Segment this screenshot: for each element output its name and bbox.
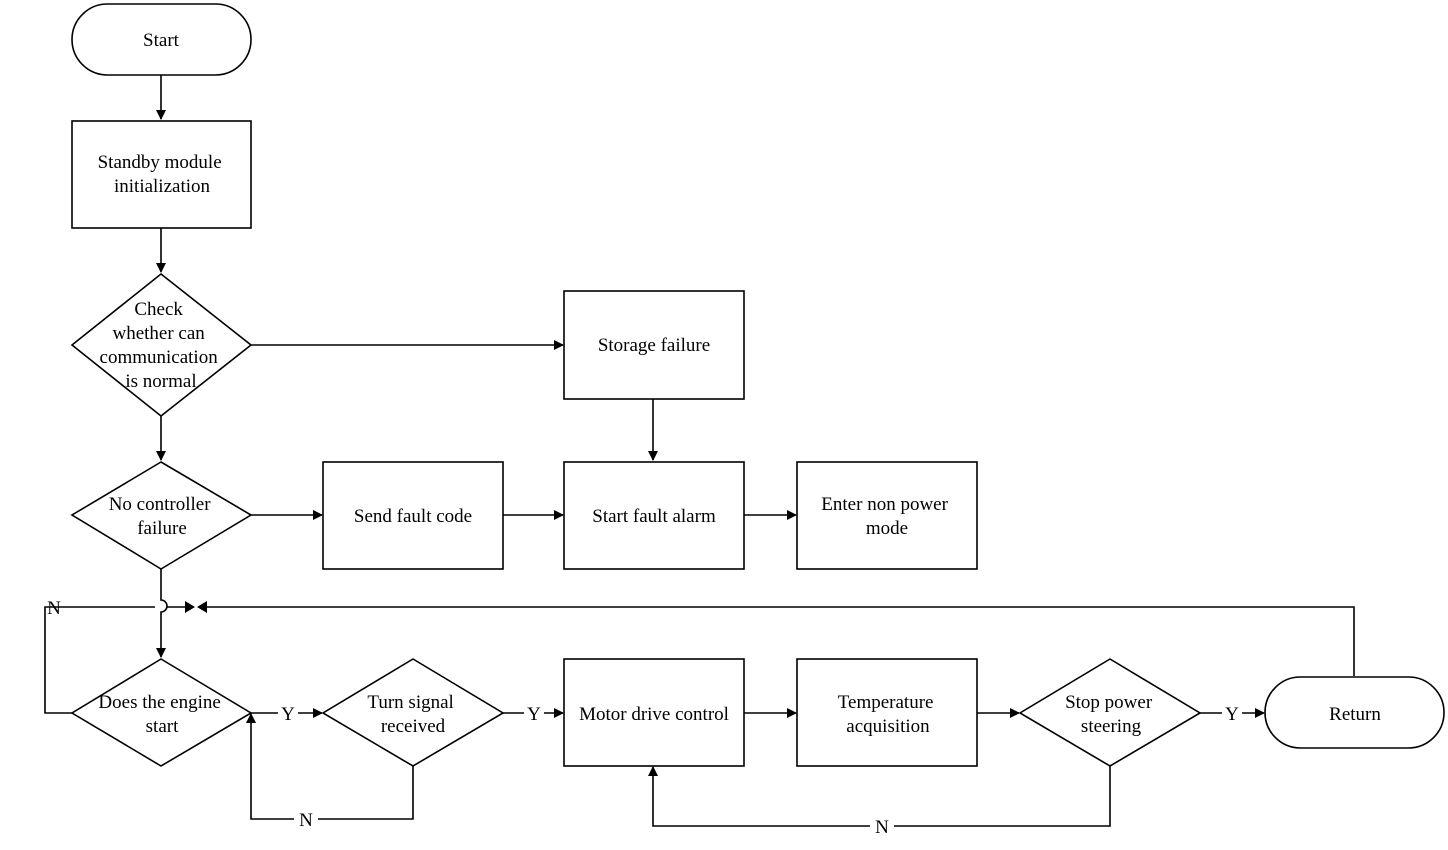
node-send-fault-code-label: Send fault code	[354, 506, 472, 527]
node-motor-drive: Motor drive control	[563, 658, 745, 767]
edge-return-loop	[205, 606, 1355, 676]
edge-nocontroller-to-engine	[156, 569, 168, 658]
process-temperature	[796, 658, 978, 767]
node-engine-start: Does the engine start	[70, 658, 253, 767]
node-temperature: Temperature acquisition	[796, 658, 978, 767]
node-start: Start	[71, 3, 252, 76]
edge-turn-no-a	[318, 766, 414, 820]
process-start-fault-alarm	[563, 461, 745, 570]
node-send-fault-code: Send fault code	[322, 461, 504, 570]
node-stop-steering: Stop power steering	[1018, 658, 1202, 767]
process-non-power-mode	[796, 461, 978, 570]
node-motor-drive-label: Motor drive control	[579, 704, 729, 725]
merge-arrowhead-right	[185, 601, 195, 613]
label-engine-yes: Y	[281, 704, 295, 725]
label-stop-no: N	[875, 817, 889, 838]
node-standby-label: Standby module initialization	[98, 152, 227, 197]
label-turn-yes: Y	[527, 704, 541, 725]
connectors	[44, 75, 1355, 827]
process-storage-failure	[563, 290, 745, 400]
decision-no-controller-failure	[70, 461, 253, 570]
node-non-power-mode-label: Enter non power mode	[821, 494, 952, 539]
edge-stop-no-b	[648, 766, 870, 827]
label-turn-no: N	[299, 810, 313, 831]
edge-turn-no-b	[246, 713, 294, 820]
node-start-fault-alarm: Start fault alarm	[563, 461, 745, 570]
node-non-power-mode: Enter non power mode	[796, 461, 978, 570]
label-engine-no: N	[47, 598, 61, 619]
decision-stop-steering	[1018, 658, 1202, 767]
decision-check-can	[70, 272, 253, 418]
node-start-fault-alarm-label: Start fault alarm	[592, 506, 716, 527]
node-start-label: Start	[143, 30, 180, 51]
node-engine-start-label: Does the engine start	[98, 692, 225, 737]
node-check-can: Check whether can communication is norma…	[70, 272, 253, 418]
node-no-controller-failure: No controller failure	[70, 461, 253, 570]
node-storage-failure-label: Storage failure	[598, 335, 710, 356]
node-turn-signal: Turn signal received	[321, 658, 505, 767]
node-standby: Standby module initialization	[71, 120, 252, 229]
edge-engine-no-loop	[44, 606, 155, 714]
node-temperature-label: Temperature acquisition	[838, 692, 938, 737]
terminator-start	[71, 3, 252, 76]
node-stop-steering-label: Stop power steering	[1065, 692, 1157, 737]
node-return-label: Return	[1329, 704, 1381, 725]
terminator-return	[1264, 676, 1445, 749]
node-turn-signal-label: Turn signal received	[367, 692, 458, 737]
node-check-can-label: Check whether can communication is norma…	[100, 299, 223, 392]
process-standby	[71, 120, 252, 229]
edge-stop-no-a	[894, 766, 1111, 827]
process-send-fault-code	[322, 461, 504, 570]
merge-arrowhead-left	[197, 601, 207, 613]
process-motor-drive	[563, 658, 745, 767]
node-no-controller-failure-label: No controller failure	[109, 494, 216, 539]
node-return: Return	[1264, 676, 1445, 749]
edge-labels: N Y N Y Y N	[47, 598, 1239, 838]
label-stop-yes: Y	[1225, 704, 1239, 725]
decision-turn-signal	[321, 658, 505, 767]
decision-engine-start	[70, 658, 253, 767]
node-storage-failure: Storage failure	[563, 290, 745, 400]
